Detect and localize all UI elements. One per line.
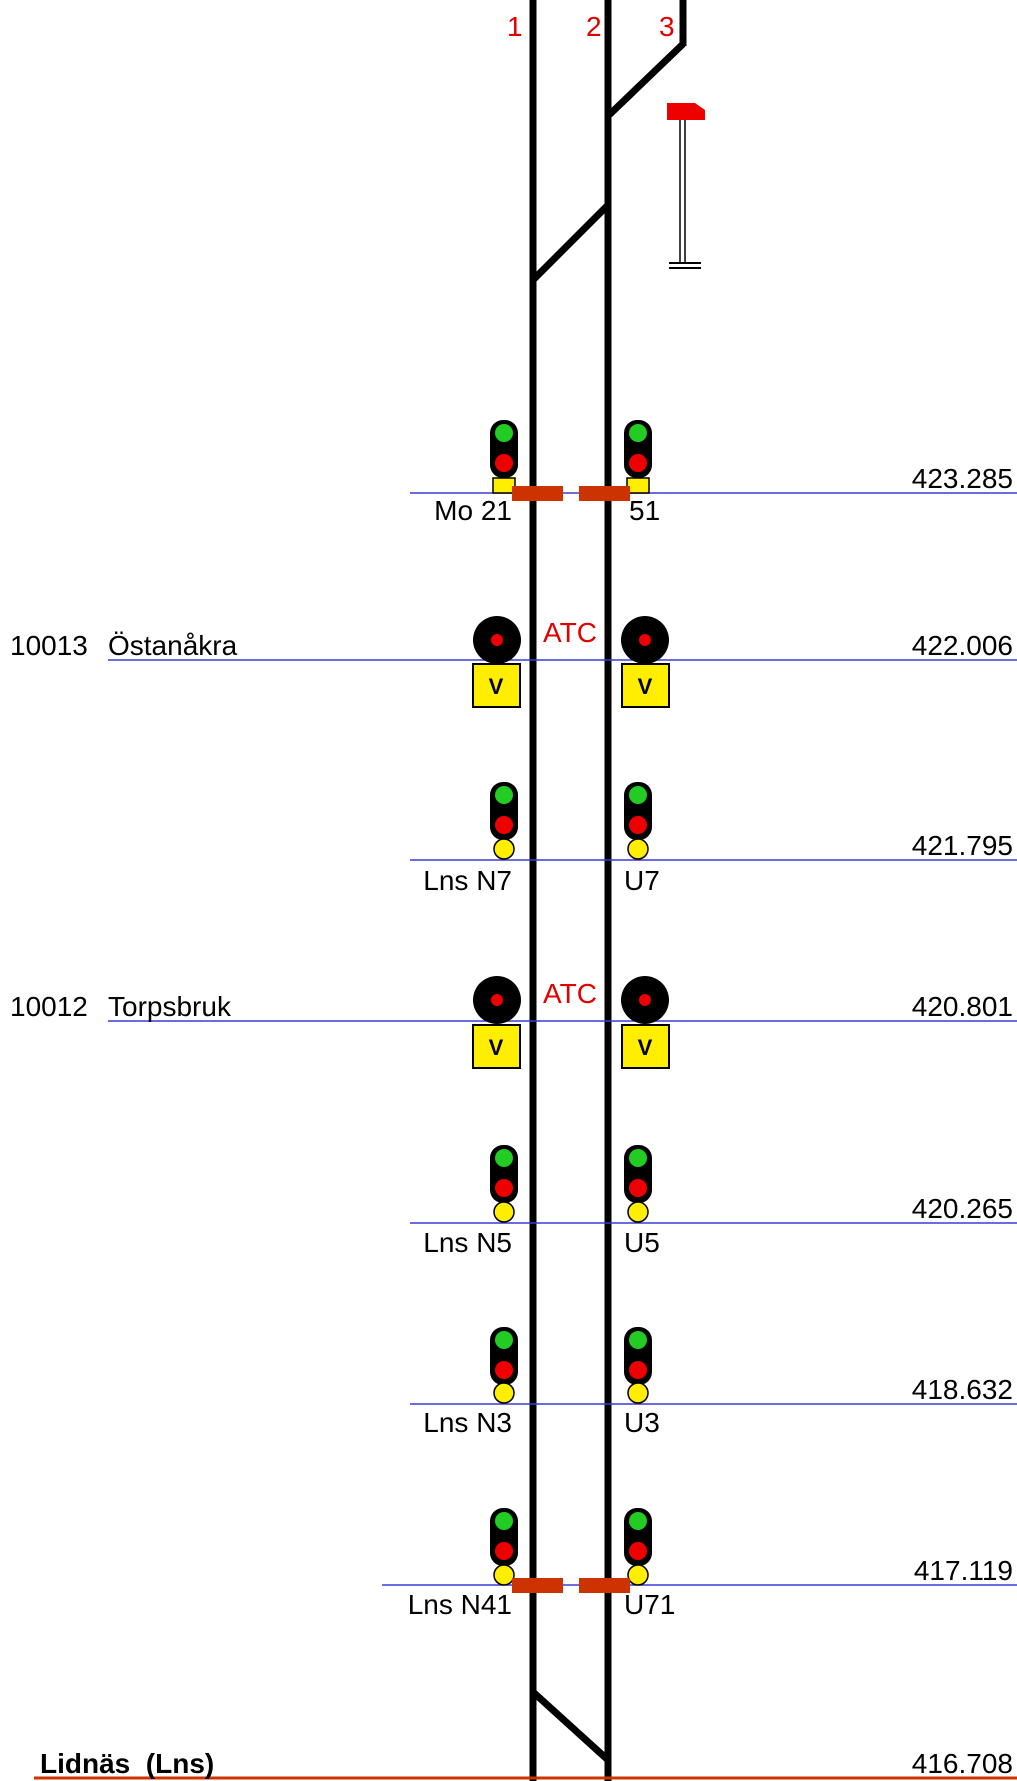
yellow-lamp-icon	[493, 1564, 515, 1586]
row-417119: 417.119 Lns N41 U71	[382, 1508, 1017, 1620]
atc-label: ATC	[543, 978, 597, 1009]
row-422006: 422.006 10013 Östanåkra ATC V V	[10, 616, 1017, 708]
red-lamp-icon	[629, 1542, 647, 1560]
signal-right-label: U7	[624, 865, 660, 896]
signal-left-label: Lns N7	[423, 865, 512, 896]
green-lamp-icon	[495, 1512, 513, 1530]
signal-left	[490, 1145, 518, 1223]
station-km: 416.708	[912, 1748, 1013, 1779]
yellow-lamp-icon	[627, 1201, 649, 1223]
yellow-lamp-icon	[493, 1201, 515, 1223]
station-lidnas: Lidnäs (Lns) 416.708	[34, 1748, 1017, 1780]
detector-bar	[512, 1578, 563, 1593]
km-label: 420.801	[912, 991, 1013, 1022]
signal-right-label: U3	[624, 1407, 660, 1438]
row-421795: 421.795 Lns N7 U7	[410, 782, 1017, 896]
green-lamp-icon	[495, 1331, 513, 1349]
row-420265: 420.265 Lns N5 U5	[410, 1145, 1017, 1258]
atc-board-right-label: V	[638, 1035, 653, 1060]
atc-board-left	[472, 663, 521, 708]
place-name: Östanåkra	[108, 630, 238, 661]
yellow-lamp-icon	[627, 838, 649, 860]
signal-right-label: 51	[629, 495, 660, 526]
red-lamp-icon	[495, 816, 513, 834]
km-label: 417.119	[914, 1555, 1013, 1586]
yellow-lamp-icon	[493, 838, 515, 860]
signal-right	[624, 782, 652, 860]
red-lamp-icon	[495, 1179, 513, 1197]
red-lamp-icon	[629, 454, 647, 472]
km-label: 421.795	[912, 830, 1013, 861]
track-3-end	[667, 103, 705, 269]
green-lamp-icon	[495, 786, 513, 804]
switch-2-to-1-north	[530, 202, 611, 283]
signal-left	[490, 1508, 518, 1586]
green-lamp-icon	[495, 1149, 513, 1167]
station-name: Lidnäs (Lns)	[40, 1748, 214, 1779]
km-label: 422.006	[912, 630, 1013, 661]
signal-right	[624, 1145, 652, 1223]
row-418632: 418.632 Lns N3 U3	[410, 1327, 1017, 1438]
place-number: 10012	[10, 991, 88, 1022]
km-label: 418.632	[912, 1374, 1013, 1405]
signal-right	[624, 420, 652, 494]
detector-bar	[579, 1578, 630, 1593]
place-number: 10013	[10, 630, 88, 661]
red-lamp-icon	[629, 1179, 647, 1197]
green-lamp-icon	[629, 1149, 647, 1167]
switch-3-to-2	[605, 41, 686, 119]
km-label: 423.285	[912, 463, 1013, 494]
signal-left-label: Lns N5	[423, 1227, 512, 1258]
yellow-plate-icon	[626, 477, 650, 494]
atc-board-right	[621, 1024, 670, 1069]
red-lamp-icon	[495, 1542, 513, 1560]
signal-left	[490, 1327, 518, 1404]
atc-board-left	[472, 1024, 521, 1069]
signal-right	[624, 1327, 652, 1404]
signal-left-label: Mo 21	[434, 495, 512, 526]
atc-board-left-label: V	[489, 1035, 504, 1060]
atc-board-left-label: V	[489, 674, 504, 699]
signal-left-label: Lns N41	[408, 1589, 512, 1620]
detector-bar	[512, 486, 563, 501]
red-lamp-icon	[495, 454, 513, 472]
stop-flag-icon	[667, 103, 705, 120]
green-lamp-icon	[629, 424, 647, 442]
atc-label: ATC	[543, 617, 597, 648]
yellow-lamp-icon	[493, 1382, 515, 1404]
place-name: Torpsbruk	[108, 991, 232, 1022]
tracks	[529, 0, 687, 1781]
signal-right	[624, 1508, 652, 1586]
yellow-plate-icon	[492, 477, 516, 494]
detector-bar	[579, 486, 630, 501]
green-lamp-icon	[629, 1331, 647, 1349]
yellow-lamp-icon	[627, 1564, 649, 1586]
switch-1-to-2-south	[530, 1689, 611, 1763]
atc-board-right	[621, 663, 670, 708]
track-1-label: 1	[507, 11, 523, 42]
track-2-label: 2	[586, 11, 602, 42]
red-lamp-icon	[629, 1361, 647, 1379]
green-lamp-icon	[629, 786, 647, 804]
signal-left	[490, 420, 518, 494]
atc-board-right-label: V	[638, 674, 653, 699]
signal-left-label: Lns N3	[423, 1407, 512, 1438]
red-lamp-icon	[629, 816, 647, 834]
signal-right-label: U71	[624, 1589, 675, 1620]
yellow-lamp-icon	[627, 1382, 649, 1404]
signal-right-label: U5	[624, 1227, 660, 1258]
green-lamp-icon	[495, 424, 513, 442]
red-lamp-icon	[495, 1361, 513, 1379]
track-3-label: 3	[659, 11, 675, 42]
row-420801: 420.801 10012 Torpsbruk ATC V V	[10, 976, 1017, 1069]
km-label: 420.265	[912, 1193, 1013, 1224]
green-lamp-icon	[629, 1512, 647, 1530]
signal-left	[490, 782, 518, 860]
row-423285: 423.285 Mo 21 51	[410, 420, 1017, 526]
